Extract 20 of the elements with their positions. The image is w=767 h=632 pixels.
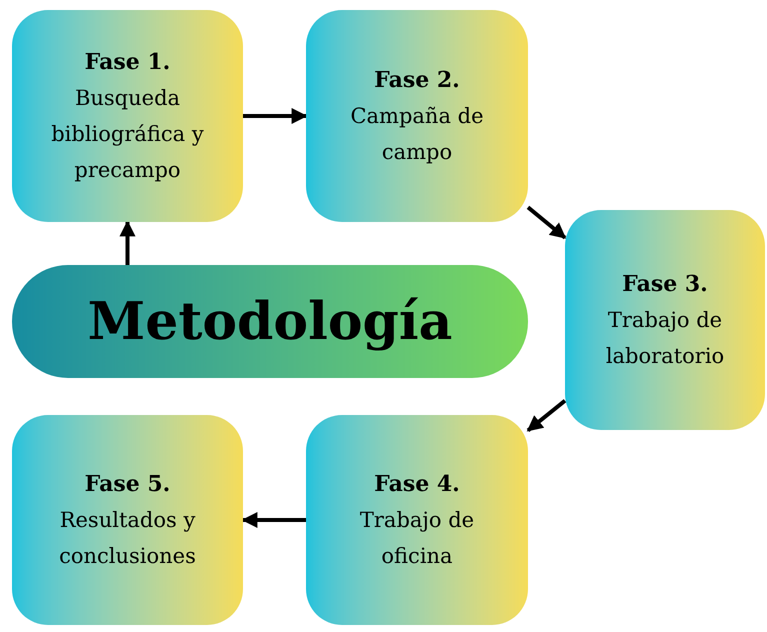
phase-box [306,415,528,625]
phase-description: Busqueda bibliográfica y precampo [50,85,205,184]
phase-description: Trabajo de laboratorio [604,307,726,370]
phase-box [12,10,243,222]
phase-description: Trabajo de oficina [358,507,476,570]
phase-description: Resultados y conclusiones [58,507,197,570]
arrow [243,108,308,124]
phase-description: Campaña de campo [349,103,485,166]
arrow [120,220,136,265]
phase-heading: Fase 3. [622,270,708,299]
arrow [526,399,566,432]
phase-box [306,10,528,222]
phase-heading: Fase 4. [374,470,460,499]
phase-box [12,415,243,625]
phase-heading: Fase 1. [84,48,170,77]
phase-box [565,210,765,430]
arrow [526,206,566,240]
phase-heading: Fase 2. [374,66,460,95]
phase-heading: Fase 5. [84,470,170,499]
arrow [241,512,306,528]
